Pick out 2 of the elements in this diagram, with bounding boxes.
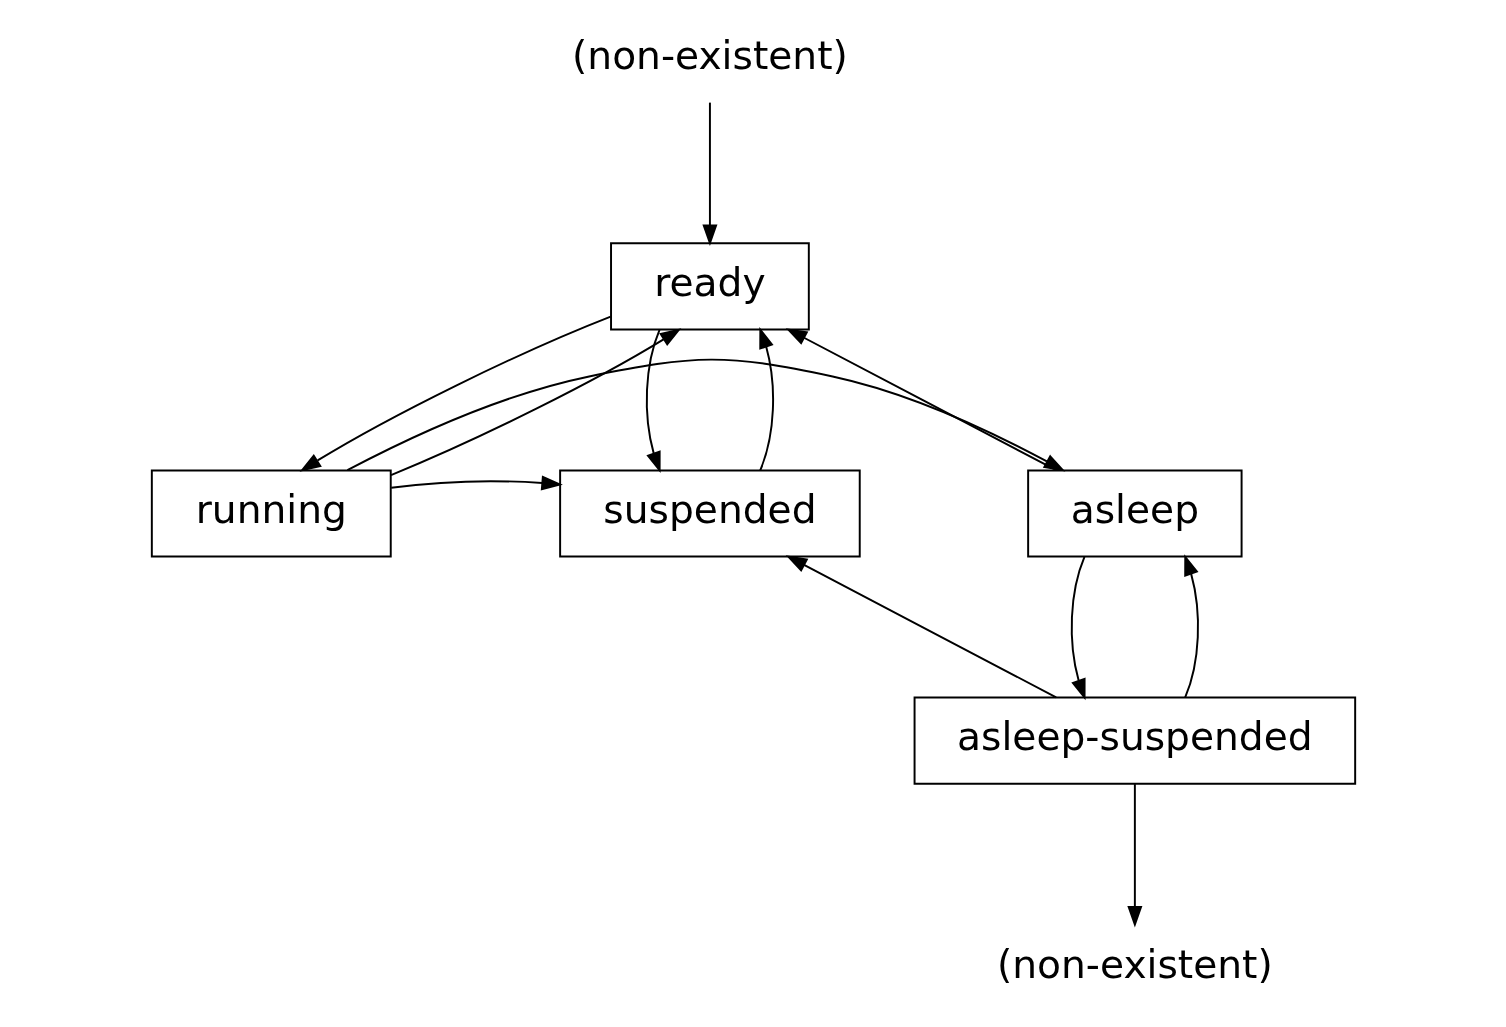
- node-text: (non-existent): [996, 941, 1273, 987]
- node-text: (non-existent): [571, 32, 848, 78]
